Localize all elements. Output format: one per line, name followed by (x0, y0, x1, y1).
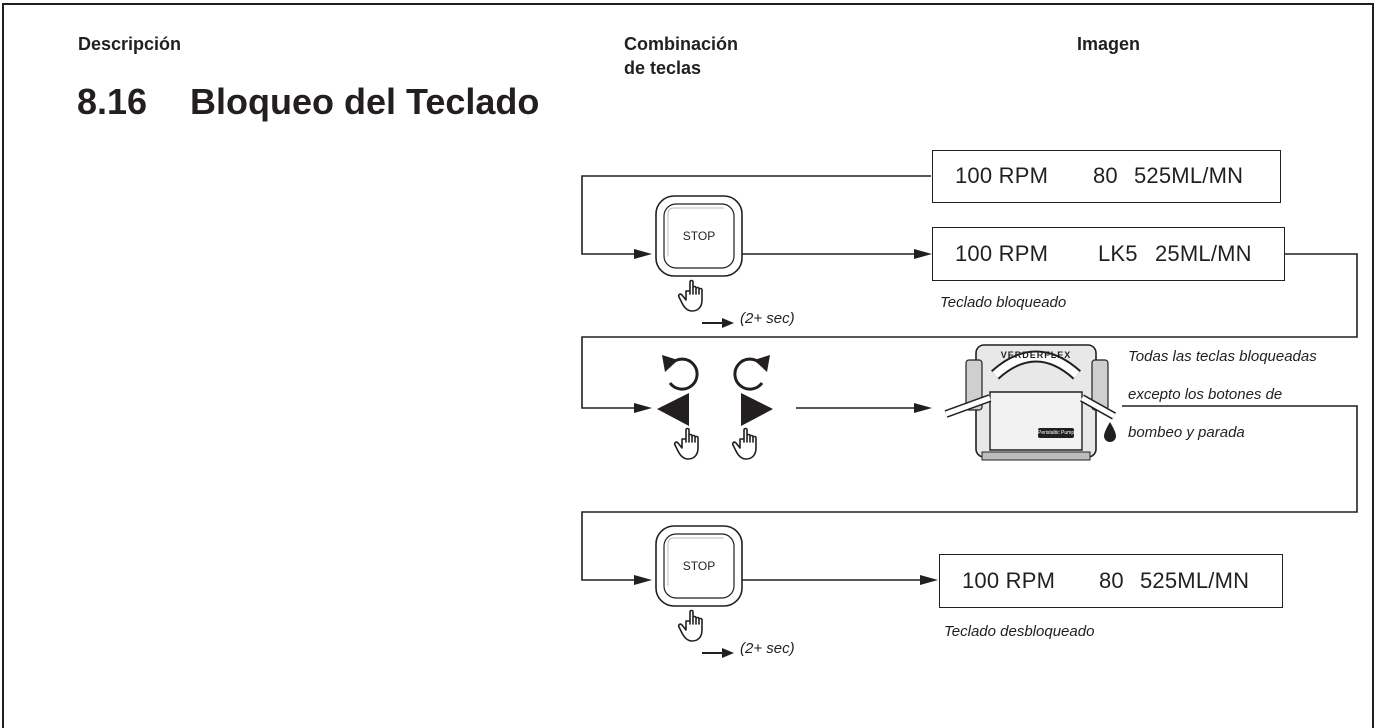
hand-press-icon (731, 427, 757, 460)
section-number: 8.16 (77, 81, 148, 122)
header-combination-line2: de teclas (624, 58, 702, 78)
connector-line-5 (581, 405, 1358, 581)
pump-icon (944, 344, 1116, 461)
display-unlocked: 100 RPM 80 525ML/MN (939, 554, 1283, 608)
lock-note-line1: Todas las teclas bloqueadas (1128, 348, 1317, 365)
arrow-icon (634, 249, 652, 259)
header-combination-line1: Combinación (624, 34, 739, 54)
header-description: Descripción (78, 34, 182, 54)
arrow-icon (634, 575, 652, 585)
hand-press-icon (677, 279, 703, 312)
header-image: Imagen (1077, 34, 1141, 54)
display-flow: 525ML/MN (1140, 568, 1250, 593)
display-initial: 100 RPM 80 525ML/MN (932, 150, 1281, 203)
connector-line-1 (581, 175, 931, 255)
display-mode: 80 (1099, 568, 1124, 593)
display-rpm: 100 RPM (955, 241, 1049, 266)
display-mode: 80 (1093, 163, 1118, 188)
triangle-left-icon (657, 393, 689, 426)
connector-line-3 (581, 253, 1358, 409)
display-rpm: 100 RPM (962, 568, 1056, 593)
display-rpm: 100 RPM (955, 163, 1049, 188)
unlocked-caption: Teclado desbloqueado (944, 623, 1095, 640)
stop-label: STOP (682, 229, 716, 243)
hand-press-icon (673, 427, 699, 460)
hold-duration: (2+ sec) (740, 640, 795, 657)
arrow-icon (634, 403, 652, 413)
display-locked: 100 RPM LK5 25ML/MN (932, 227, 1285, 281)
section-title: Bloqueo del Teclado (190, 81, 540, 122)
page-frame (2, 3, 1374, 728)
stop-button-lock (655, 195, 743, 277)
rotate-ccw-icon (662, 355, 699, 391)
pump-badge: Peristaltic Pumps (1038, 430, 1074, 436)
pump-brand: VERDERFLEX (1000, 350, 1072, 360)
display-flow: 525ML/MN (1134, 163, 1244, 188)
stop-button-unlock (655, 525, 743, 607)
lock-note-line2: excepto los botones de (1128, 386, 1283, 403)
triangle-right-icon (741, 393, 773, 426)
arrow-icon (920, 575, 938, 585)
drop-icon (1104, 422, 1116, 442)
arrow-icon (722, 648, 734, 658)
stop-label: STOP (682, 559, 716, 573)
arrow-icon (914, 249, 932, 259)
arrow-icon (914, 403, 932, 413)
locked-caption: Teclado bloqueado (940, 294, 1067, 311)
arrow-icon (722, 318, 734, 328)
hand-press-icon (677, 609, 703, 642)
rotate-cw-icon (733, 355, 770, 391)
hold-duration: (2+ sec) (740, 310, 795, 327)
lock-note-line3: bombeo y parada (1128, 424, 1245, 441)
display-flow: 25ML/MN (1155, 241, 1252, 266)
display-mode: LK5 (1098, 241, 1138, 266)
